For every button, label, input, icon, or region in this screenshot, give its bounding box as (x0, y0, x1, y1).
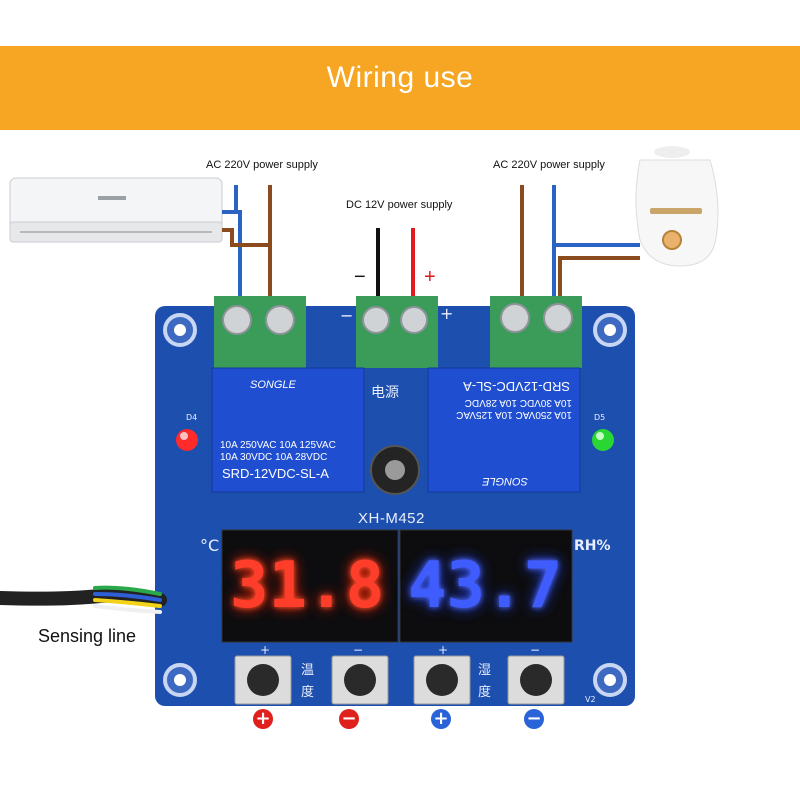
relay-right-label-group: SONGLE 10A 250VAC 10A 125VAC 10A 30VDC 1… (428, 368, 580, 492)
relay-right-model: SRD-12VDC-SL-A (463, 379, 570, 394)
humidity-display (399, 529, 573, 643)
capacitor-icon (370, 445, 420, 495)
red-led-icon (176, 429, 198, 451)
rh-silk: RH% (574, 538, 611, 554)
humidity-readout: 43.7 (408, 548, 568, 624)
ac-left-wires (222, 185, 272, 312)
led-left-silk: D4 (186, 413, 198, 422)
btn3-plus-silk: + (438, 643, 449, 657)
green-led-icon (592, 429, 614, 451)
relay-right (427, 367, 581, 493)
terminal-block-left (214, 296, 306, 368)
temp-plus-button[interactable] (234, 655, 292, 705)
relay-left (211, 367, 365, 493)
btn4-minus-silk: − (530, 643, 541, 657)
relay-right-rating-1: 10A 250VAC 10A 125VAC (456, 409, 572, 420)
temp-minus-button[interactable] (331, 655, 389, 705)
ac-right-wires (520, 185, 640, 300)
terminal-block-power (356, 296, 438, 368)
relay-left-rating-2: 10A 30VDC 10A 28VDC (220, 452, 328, 463)
mounting-holes (163, 313, 627, 697)
relay-left-model: SRD-12VDC-SL-A (222, 466, 329, 481)
temperature-readout: 31.8 (230, 548, 390, 624)
relay-left-rating-1: 10A 250VAC 10A 125VAC (220, 440, 336, 451)
temperature-silk: 温 度 (301, 663, 315, 700)
ac-left-label: AC 220V power supply (206, 159, 318, 171)
hum-minus-sign-icon: − (524, 709, 544, 729)
model-label: XH-M452 (358, 510, 425, 527)
dc-plus-label: + (424, 266, 436, 288)
terminal-plus-silk: + (440, 304, 454, 323)
hum-plus-sign-icon: + (431, 709, 451, 729)
relay-right-brand: SONGLE (482, 475, 528, 487)
sensor-cable (0, 585, 167, 614)
banner-title: Wiring use (326, 61, 474, 94)
btn2-minus-silk: − (353, 643, 364, 657)
humidity-silk: 湿 度 (478, 663, 492, 700)
power-silk: 电源 (371, 385, 399, 401)
dc-minus-label: − (354, 266, 366, 288)
humidifier-icon (635, 146, 719, 267)
dc-label: DC 12V power supply (346, 199, 453, 211)
temp-plus-sign-icon: + (253, 709, 273, 729)
temperature-value: 31.8 (230, 549, 385, 623)
terminal-minus-silk: − (340, 306, 354, 325)
led-right-silk: D5 (594, 413, 606, 422)
ac-right-label: AC 220V power supply (493, 159, 605, 171)
relay-left-brand: SONGLE (250, 379, 296, 391)
dc-wires (376, 228, 415, 300)
sensing-line-label: Sensing line (38, 626, 137, 646)
version-silk: V2 (585, 695, 596, 704)
hum-minus-button[interactable] (507, 655, 565, 705)
title-banner: Wiring use (0, 46, 800, 130)
humidity-value: 43.7 (408, 549, 563, 623)
temp-minus-sign-icon: − (339, 709, 359, 729)
btn1-plus-silk: + (260, 643, 271, 657)
celsius-silk: °C (200, 536, 220, 555)
temperature-display (221, 529, 399, 643)
relay-right-rating-2: 10A 30VDC 10A 28VDC (464, 397, 572, 408)
air-conditioner-icon (9, 177, 223, 243)
terminal-block-right (490, 296, 582, 368)
hum-plus-button[interactable] (413, 655, 471, 705)
